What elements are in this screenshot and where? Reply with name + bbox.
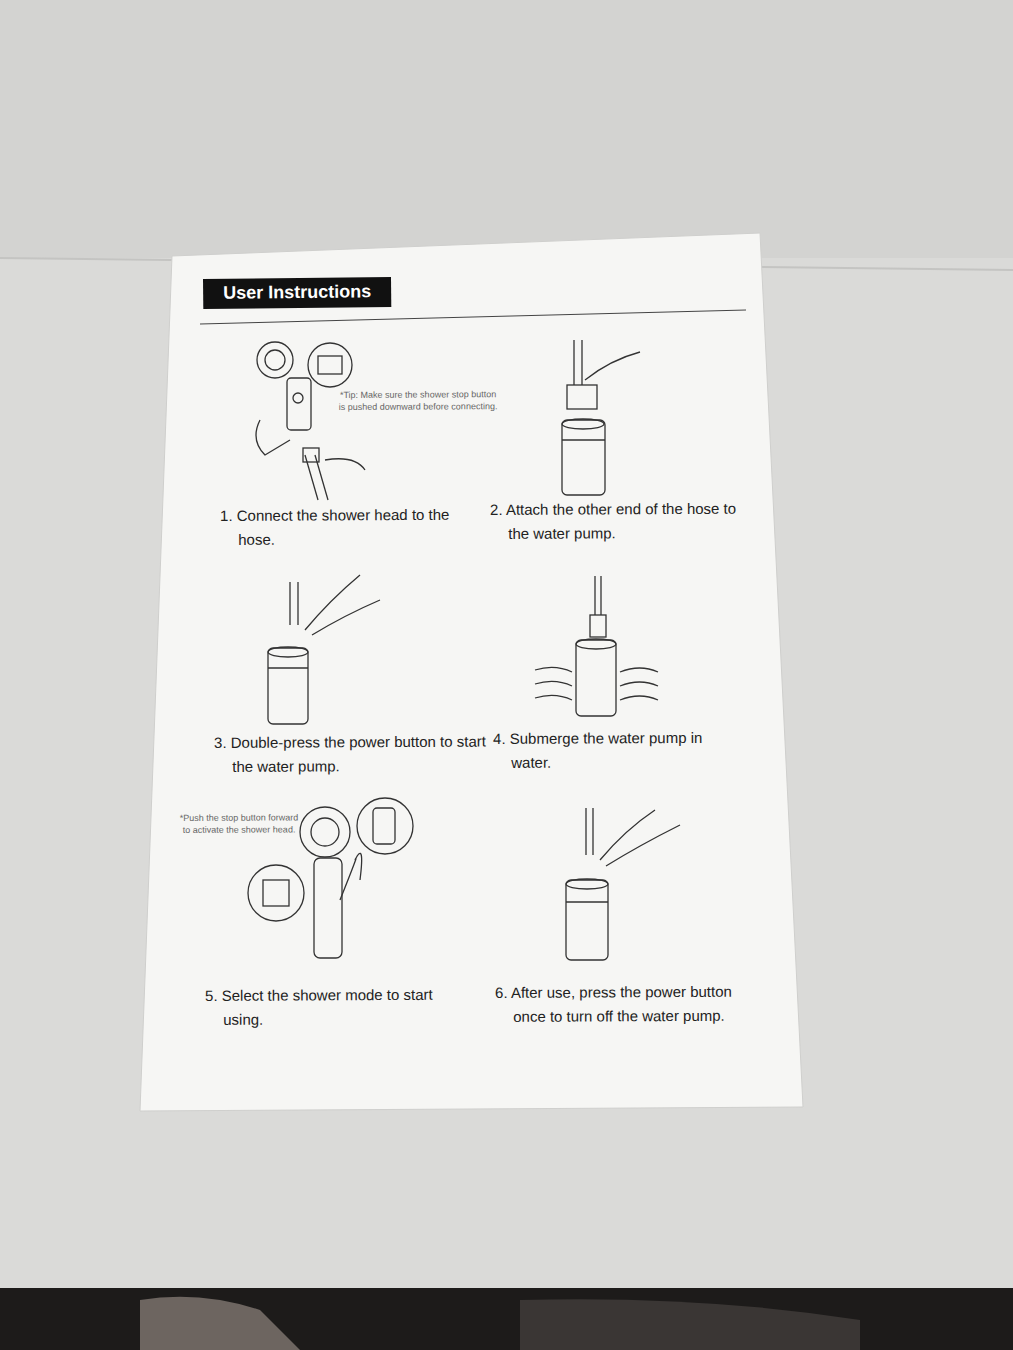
- paper-sheet: [140, 233, 803, 1111]
- cardboard-flap: [0, 0, 1013, 258]
- plastic: [140, 1297, 300, 1350]
- tip-note: *Push the stop button forward to activat…: [178, 811, 300, 836]
- drawings: [248, 340, 680, 960]
- step-text: 4. Submerge the water pump in water.: [493, 726, 739, 775]
- step-text: 6. After use, press the power button onc…: [495, 980, 745, 1029]
- dark-strip: [0, 1288, 1013, 1350]
- title-band: User Instructions: [203, 277, 391, 309]
- plastic: [520, 1299, 860, 1350]
- tip-note: *Tip: Make sure the shower stop button i…: [338, 388, 498, 413]
- step-text: 1. Connect the shower head to the hose.: [220, 503, 478, 552]
- rule: [200, 310, 746, 324]
- step-text: 2. Attach the other end of the hose to t…: [490, 497, 736, 546]
- step-text: 5. Select the shower mode to start using…: [205, 983, 463, 1032]
- step-text: 3. Double-press the power button to star…: [214, 730, 492, 779]
